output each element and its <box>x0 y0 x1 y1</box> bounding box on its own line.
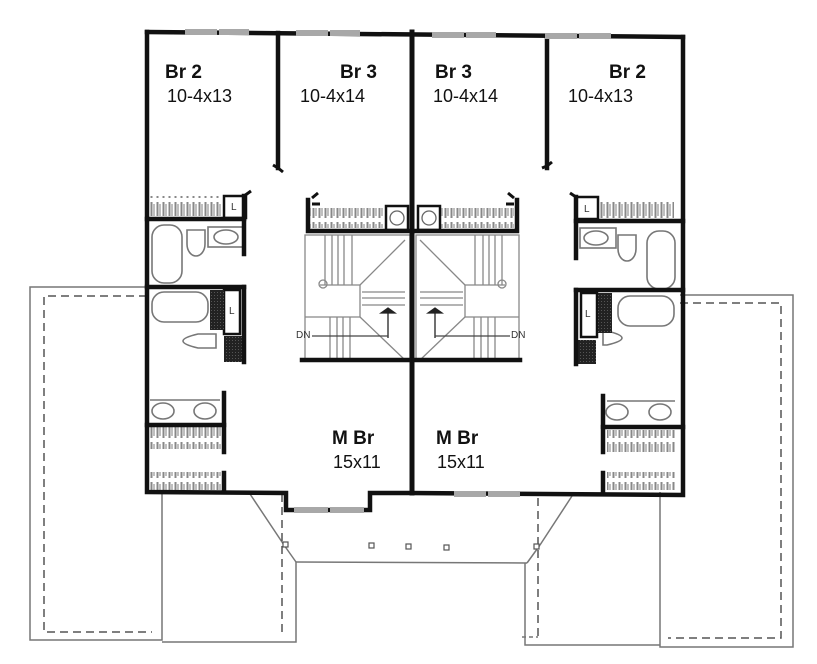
room-dims-mbr-right: 15x11 <box>437 452 485 472</box>
stairs-down-label-left: DN <box>296 330 311 341</box>
linen-label: L <box>584 204 590 215</box>
room-dims-br2-left: 10-4x13 <box>167 86 233 106</box>
stairs-down-label-right: DN <box>511 330 526 341</box>
room-dims-br3-left: 10-4x14 <box>300 86 366 106</box>
room-name-br2-right: Br 2 <box>609 62 646 83</box>
bath-fixtures-right <box>579 227 676 421</box>
windows <box>185 29 611 513</box>
linen-label: L <box>231 202 237 213</box>
porch-posts <box>282 541 540 551</box>
room-name-mbr-left: M Br <box>332 428 375 449</box>
porch-outline <box>162 493 660 646</box>
roof-outline-left <box>29 286 163 641</box>
stairs-right <box>415 234 520 361</box>
closets <box>150 196 675 490</box>
stairs-left <box>304 234 411 361</box>
room-name-br3-right: Br 3 <box>435 62 472 83</box>
linen-label: L <box>585 309 591 320</box>
plumbing-chases <box>210 290 612 364</box>
room-name-br3-left: Br 3 <box>340 62 377 83</box>
linen-label: L <box>229 306 235 317</box>
room-name-mbr-right: M Br <box>436 428 479 449</box>
roof-outline-right <box>659 294 794 648</box>
bath-fixtures-left <box>150 224 245 420</box>
room-name-br2-left: Br 2 <box>165 62 202 83</box>
door-stubs <box>243 160 577 206</box>
room-dims-br3-right: 10-4x14 <box>433 86 499 106</box>
room-dims-br2-right: 10-4x13 <box>568 86 634 106</box>
room-dims-mbr-left: 15x11 <box>333 452 381 472</box>
